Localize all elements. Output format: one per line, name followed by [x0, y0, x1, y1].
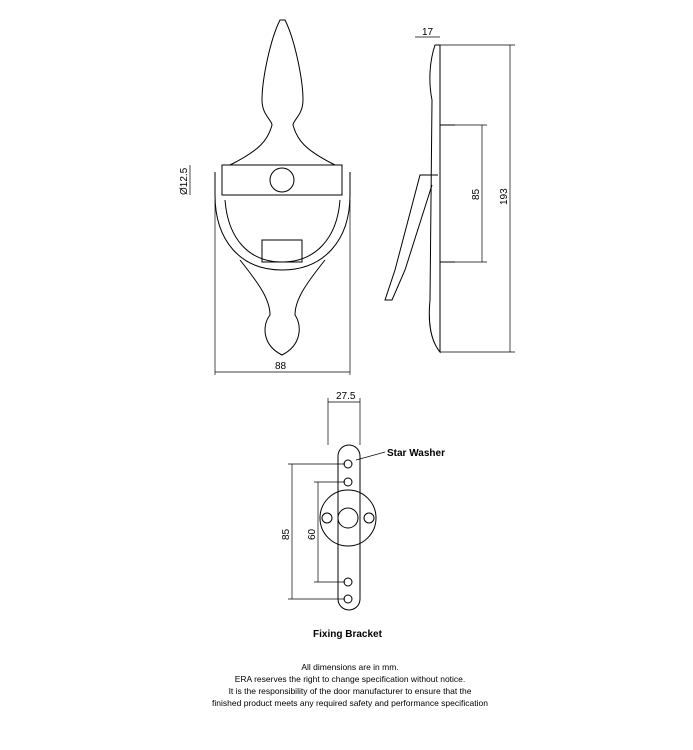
side-view: [384, 44, 455, 354]
note-line: It is the responsibility of the door man…: [228, 686, 472, 696]
front-view: [214, 19, 351, 356]
dimension-lines: [189, 36, 515, 600]
star-washer-label: Star Washer: [387, 448, 445, 459]
fixing-bracket-label: Fixing Bracket: [313, 629, 383, 640]
dim-88: 88: [275, 361, 287, 372]
dim-85-bracket: 85: [281, 528, 292, 540]
dim-27-5: 27.5: [336, 391, 356, 402]
bracket-view: [319, 444, 377, 611]
note-line: ERA reserves the right to change specifi…: [234, 674, 466, 684]
notes: All dimensions are in mm. ERA reserves t…: [150, 661, 550, 709]
dim-60: 60: [307, 528, 318, 540]
note-line: finished product meets any required safe…: [212, 698, 488, 708]
dim-193: 193: [499, 188, 510, 205]
note-line: All dimensions are in mm.: [301, 662, 399, 672]
dim-85-side: 85: [471, 188, 482, 200]
dim-17: 17: [422, 27, 434, 38]
dim-ring: Ø12.5: [179, 167, 190, 195]
